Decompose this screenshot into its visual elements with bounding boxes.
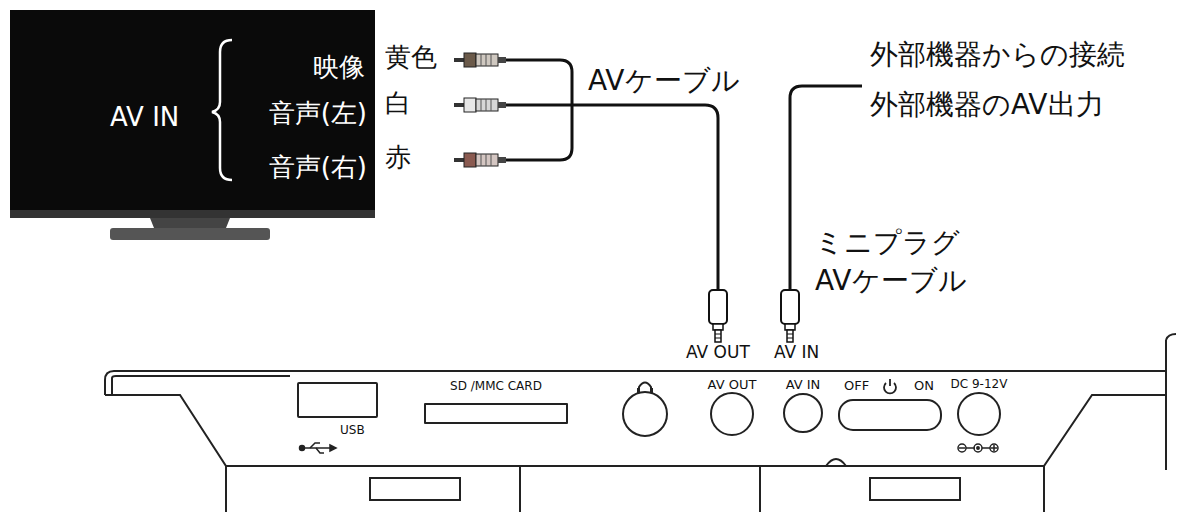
cable-label: AVケーブル bbox=[588, 64, 740, 98]
av-out-jack-outline bbox=[710, 392, 754, 436]
dc-jack-outline bbox=[957, 392, 1001, 436]
node-text: OFF bbox=[844, 378, 869, 394]
av-cable-wire bbox=[506, 105, 718, 292]
sd-card-slot: SD /MMC CARD bbox=[420, 378, 572, 428]
mini-plug bbox=[709, 290, 727, 342]
node-text: 音声(左) bbox=[269, 98, 367, 129]
device-panel bbox=[105, 334, 1176, 512]
tv-bezel bbox=[10, 210, 375, 218]
node-text: AV IN bbox=[110, 102, 179, 133]
connection-note: 外部機器からの接続 bbox=[870, 38, 1125, 72]
tv-stand bbox=[110, 228, 270, 240]
node-text: DC 9-12V bbox=[951, 377, 1008, 391]
polarity-symbol bbox=[958, 444, 998, 452]
headphone-icon bbox=[639, 383, 651, 393]
color-label: 黄色 bbox=[385, 42, 437, 73]
color-label: 赤 bbox=[385, 142, 411, 173]
external-cable-wire bbox=[790, 86, 862, 292]
node-text: AV IN bbox=[786, 377, 821, 393]
cable-label: AVケーブル bbox=[815, 264, 967, 298]
bracket bbox=[212, 40, 232, 180]
tv-screen-box: AV IN 映像音声(左) 音声(右) bbox=[10, 10, 375, 215]
plug-label: ミニプラグ bbox=[815, 226, 960, 260]
power-symbol bbox=[884, 379, 896, 393]
dc-jack: DC 9-12V bbox=[946, 377, 1012, 437]
av-in-jack-outline bbox=[783, 393, 823, 433]
tv-neck bbox=[150, 218, 230, 228]
node-text: 音声(右) bbox=[269, 152, 367, 183]
usb-icon bbox=[300, 443, 337, 453]
color-label: 白 bbox=[385, 88, 411, 119]
usb-port: USB bbox=[290, 378, 385, 444]
av-cable-wire bbox=[506, 60, 572, 160]
node-text: SD /MMC CARD bbox=[450, 379, 542, 393]
power-switch-outline bbox=[838, 399, 942, 431]
connection-note: 外部機器のAV出力 bbox=[870, 88, 1104, 122]
usb-port-outline bbox=[297, 382, 378, 418]
av-out-jack: AV OUT bbox=[700, 377, 764, 437]
node-text: USB bbox=[340, 423, 365, 437]
headphone-jack bbox=[623, 392, 667, 436]
node-text: AV OUT bbox=[708, 377, 757, 393]
rca-plugs bbox=[454, 53, 506, 167]
av-in-jack: AV IN bbox=[772, 377, 834, 435]
sd-card-slot-outline bbox=[424, 403, 568, 424]
power-switch: OFF ON bbox=[836, 377, 944, 435]
port-label: AV OUT bbox=[686, 342, 750, 362]
port-label: AV IN bbox=[774, 342, 819, 362]
mini-plug bbox=[781, 290, 799, 342]
tv-screen bbox=[10, 10, 375, 215]
node-text: ON bbox=[914, 378, 934, 394]
node-text: 映像 bbox=[313, 52, 365, 83]
